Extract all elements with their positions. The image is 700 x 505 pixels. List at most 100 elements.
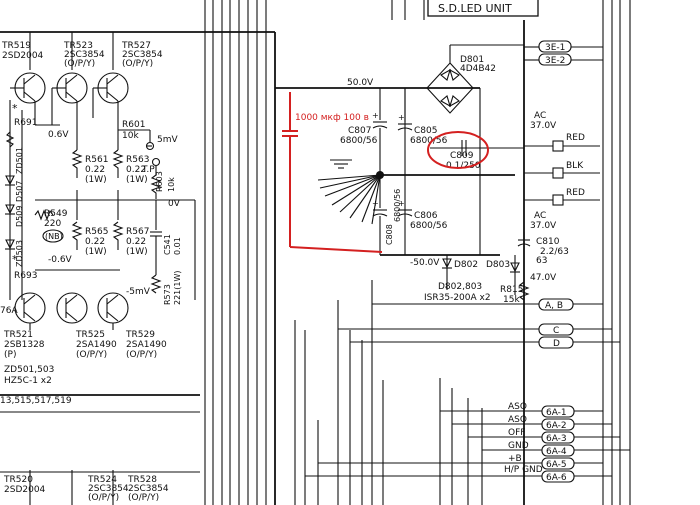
- svg-text:ISR35-200A x2: ISR35-200A x2: [424, 293, 491, 303]
- voltage-neg-5mv: -5mV: [126, 287, 151, 297]
- svg-text:(O/P/Y): (O/P/Y): [126, 350, 157, 360]
- svg-text:TR525: TR525: [75, 330, 105, 340]
- svg-text:6A-6: 6A-6: [546, 473, 567, 483]
- upper-rail: [0, 31, 275, 70]
- tr527-part: 2SC3854: [122, 50, 163, 60]
- svg-text:C809: C809: [450, 151, 474, 161]
- svg-text:R563: R563: [126, 155, 149, 165]
- svg-text:2SC3854: 2SC3854: [88, 484, 129, 494]
- svg-text:(O/P/Y): (O/P/Y): [76, 350, 107, 360]
- svg-text:6800/56: 6800/56: [340, 136, 378, 146]
- svg-text:2.2/63: 2.2/63: [540, 247, 569, 257]
- transistor-tr525: TR525 2SA1490 (O/P/Y): [56, 292, 117, 360]
- resistor-r815: R815 15k 47.0V: [500, 273, 557, 305]
- svg-text:ZD503: ZD503: [15, 240, 24, 267]
- svg-text:(O/P/Y): (O/P/Y): [88, 493, 119, 503]
- test-point: T.P R603 10k: [141, 157, 176, 199]
- tr527-label: TR527: [121, 41, 151, 51]
- d801-label: D801: [460, 55, 484, 65]
- svg-text:*: *: [12, 102, 18, 115]
- tp-label: T.P: [141, 165, 155, 175]
- svg-text:3E-2: 3E-2: [545, 56, 565, 66]
- svg-text:+: +: [372, 111, 379, 120]
- svg-text:R573: R573: [163, 284, 172, 305]
- voltage-0-6v: 0.6V: [48, 130, 69, 140]
- lower-rail: ZD501,503 HZ5C-1 x2 13,515,517,519: [0, 323, 200, 413]
- svg-text:(P): (P): [4, 350, 16, 360]
- svg-text:0.22: 0.22: [85, 237, 105, 247]
- capacitor-c541: C541 0.01 R573 221(1W): [150, 231, 182, 305]
- svg-text:C541: C541: [163, 234, 172, 255]
- svg-text:ASO: ASO: [508, 402, 527, 412]
- resistor-r549: R549 220 (NB): [34, 209, 68, 243]
- connector-6a: 6A-1 6A-2 6A-3 6A-4 6A-5 6A-6: [305, 405, 630, 483]
- svg-text:15k: 15k: [503, 295, 520, 305]
- tr519-label: TR519: [1, 41, 31, 51]
- voltage-47v: 47.0V: [530, 273, 557, 283]
- svg-text:C808: C808: [385, 224, 394, 245]
- svg-text:0.01: 0.01: [173, 237, 182, 255]
- transistor-tr527: TR527 2SC3854 (O/P/Y): [93, 41, 163, 104]
- capacitor-c805: + C805 6800/56: [397, 88, 448, 146]
- svg-text:+: +: [398, 199, 405, 208]
- svg-text:(1W): (1W): [85, 247, 107, 257]
- svg-text:D509: D509: [15, 206, 24, 227]
- left-bias-network: * R691 ZD501 D507 D509 ZD503 * R693 76A: [0, 100, 37, 316]
- svg-text:D802,803: D802,803: [438, 282, 482, 292]
- svg-text:C806: C806: [414, 211, 438, 221]
- d801-part: 4D4B42: [460, 64, 496, 74]
- svg-text:AC: AC: [534, 211, 546, 221]
- capacitor-c806: + C806 6800/56: [397, 199, 448, 231]
- svg-text:D: D: [553, 339, 560, 349]
- svg-text:HZ5C-1 x2: HZ5C-1 x2: [4, 376, 52, 386]
- annotation-text: 1000 мкф 100 в: [295, 113, 369, 123]
- svg-text:10k: 10k: [167, 177, 176, 192]
- svg-text:37.0V: 37.0V: [530, 121, 557, 131]
- signal-labels: ASO ASO OFF GND +B H/P GND: [504, 402, 543, 475]
- svg-text:2SB1328: 2SB1328: [4, 340, 45, 350]
- svg-text:TR521: TR521: [3, 330, 33, 340]
- transistor-tr521: TR521 2SB1328 (P): [3, 292, 46, 360]
- tr519-part: 2SD2004: [2, 51, 44, 61]
- svg-text:0.1/250: 0.1/250: [446, 161, 481, 171]
- diode-d803: D803 D802,803 ISR35-200A x2: [424, 255, 520, 303]
- bottom-transistors: TR520 2SD2004 TR524 2SC3854 (O/P/Y) TR52…: [0, 470, 200, 505]
- svg-text:D507: D507: [15, 181, 24, 202]
- r693-label: R693: [14, 271, 37, 281]
- capacitor-c809: C809 0.1/250: [430, 140, 524, 171]
- svg-text:(1W): (1W): [85, 175, 107, 185]
- highlight-circle-c809: [427, 131, 489, 169]
- svg-text:6800/56: 6800/56: [393, 189, 402, 222]
- svg-text:0.22: 0.22: [85, 165, 105, 175]
- svg-text:2SA1490: 2SA1490: [126, 340, 167, 350]
- svg-text:ZD501: ZD501: [15, 147, 24, 174]
- svg-text:GND: GND: [508, 441, 529, 451]
- transistor-tr519: TR519 2SD2004: [1, 41, 46, 104]
- svg-text:6A-2: 6A-2: [546, 421, 567, 431]
- tr527-grade: (O/P/Y): [122, 59, 153, 69]
- voltage-5mv: 5mV: [157, 135, 178, 145]
- svg-text:221(1W): 221(1W): [173, 270, 182, 305]
- resistor-r567: R567 0.22 (1W): [112, 221, 149, 257]
- svg-text:C: C: [553, 326, 559, 336]
- svg-text:ASO: ASO: [508, 415, 527, 425]
- svg-text:+B: +B: [508, 454, 522, 464]
- c810-v: 63: [536, 256, 547, 266]
- r601-label: R601: [122, 120, 145, 130]
- connector-3e: 3E-1 3E-2: [524, 40, 603, 66]
- wire-blk: BLK: [566, 161, 584, 171]
- tr523-label: TR523: [63, 41, 93, 51]
- voltage-0v: 0V: [168, 199, 181, 209]
- resistor-r565: R565 0.22 (1W): [71, 221, 108, 257]
- svg-text:TR528: TR528: [127, 475, 157, 485]
- svg-text:0.22: 0.22: [126, 237, 146, 247]
- svg-text:+: +: [398, 113, 405, 122]
- capacitor-c807: + C807 6800/56: [340, 88, 388, 175]
- capacitor-c808: + C808 6800/56: [372, 175, 402, 255]
- svg-text:R565: R565: [85, 227, 108, 237]
- tr523-part: 2SC3854: [64, 50, 105, 60]
- svg-text:(O/P/Y): (O/P/Y): [128, 493, 159, 503]
- tr523-grade: (O/P/Y): [64, 59, 95, 69]
- svg-text:H/P GND: H/P GND: [504, 465, 543, 475]
- transformer-terminals: RED BLK RED: [524, 133, 600, 206]
